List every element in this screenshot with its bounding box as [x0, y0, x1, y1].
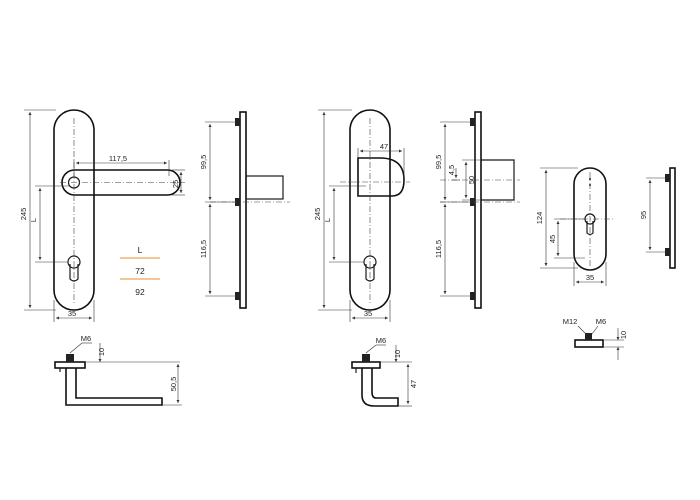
dim-side2-upper-99-5: 99,5	[434, 155, 443, 170]
dim-side-upper-99-5: 99,5	[199, 155, 208, 170]
dim-side2-knob-50: 50	[467, 176, 476, 184]
legend-value-72: 72	[135, 266, 145, 276]
dim-side2-offset-4-5: 4,5	[447, 165, 456, 175]
handle-section-view	[54, 342, 182, 406]
dim-knob-plate-width-35: 35	[364, 309, 372, 318]
knob-plate-front-view	[318, 109, 410, 322]
dim-knob-depth-10: 10	[393, 350, 402, 358]
dim-side2-lower-116-5: 116,5	[434, 240, 443, 258]
rosette-side-view	[646, 167, 676, 269]
dim-rosette-depth-10: 10	[619, 331, 628, 339]
knob-section-view	[351, 344, 412, 407]
dim-knob-screw-m6: M6	[376, 336, 386, 345]
dim-side-lower-116-5: 116,5	[199, 240, 208, 258]
dim-lever-height-25: 25	[171, 180, 180, 188]
handle-plate-front-view	[24, 109, 185, 322]
dim-knob-height-245: 245	[313, 208, 322, 221]
dim-rosette-screw-m12: M12	[563, 317, 578, 326]
dim-width-35: 35	[68, 309, 76, 318]
dim-rosette-width-35: 35	[586, 273, 594, 282]
side-plate-knob-view	[440, 111, 520, 309]
dim-rosette-screw-m6: M6	[596, 317, 606, 326]
dim-depth-10: 10	[97, 348, 106, 356]
dim-center-l: L	[29, 218, 38, 222]
dim-rosette-height-124: 124	[535, 212, 544, 225]
dim-knob-depth-47: 47	[409, 380, 418, 388]
legend-value-92: 92	[135, 287, 145, 297]
dim-height-245: 245	[19, 208, 28, 221]
dim-depth-50-5: 50,5	[169, 377, 178, 392]
dim-knob-width-47: 47	[380, 142, 388, 151]
rosette-section-view	[574, 325, 624, 360]
dim-knob-center-l: L	[323, 218, 332, 222]
dim-lever-117-5: 117,5	[109, 154, 127, 163]
dim-screw-m6: M6	[81, 334, 91, 343]
dim-rosette-side-95: 95	[639, 211, 648, 219]
rosette-front-view	[540, 167, 614, 286]
side-plate-view	[205, 111, 290, 309]
length-legend	[120, 257, 160, 280]
dim-rosette-cyl-45: 45	[548, 235, 557, 243]
legend-head-l: L	[138, 245, 143, 255]
